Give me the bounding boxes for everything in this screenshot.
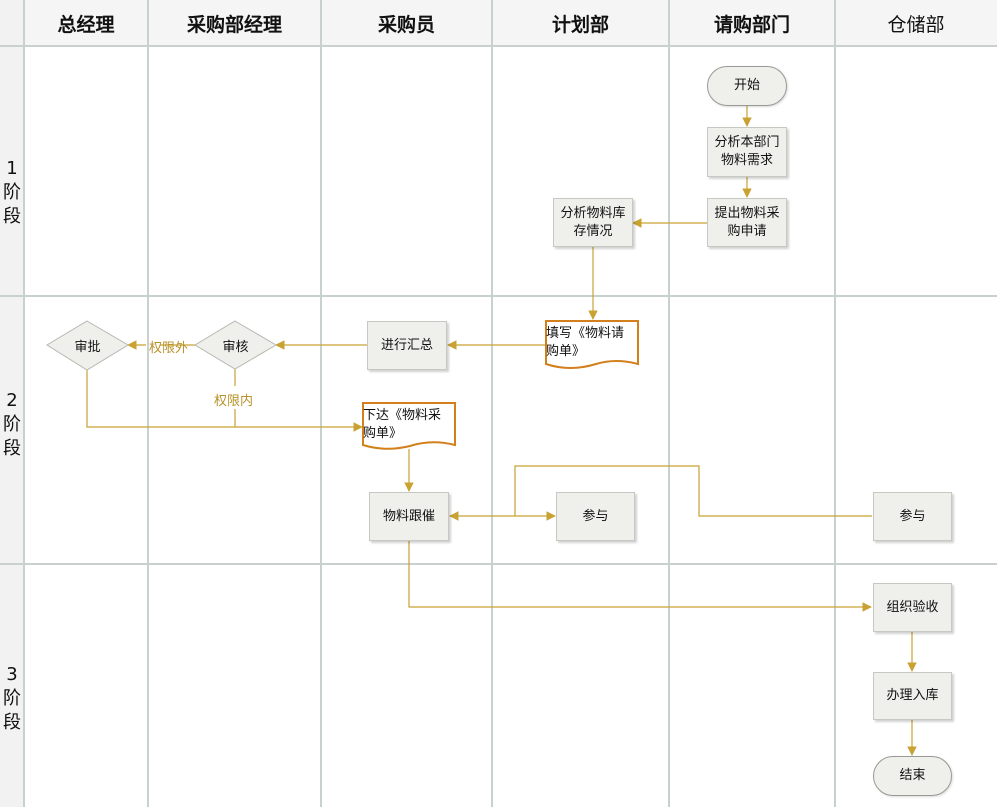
process-label: 参与 <box>582 508 609 524</box>
approve-diamond <box>46 320 129 371</box>
lane-header-planning: 计划部 <box>551 13 609 36</box>
end-terminal[interactable]: 结束 <box>873 756 952 796</box>
edge-label-beyond-authority: 权限外 <box>149 341 189 356</box>
process-label: 办理入库 <box>886 688 939 703</box>
stage-char: 段 <box>3 712 21 733</box>
stage-number: 1 <box>6 158 18 179</box>
stage-number: 3 <box>6 664 18 685</box>
approve-decision[interactable]: 审批 <box>74 340 101 355</box>
process-label: 进行汇总 <box>380 337 433 353</box>
process-label-line: 购申请 <box>727 223 767 239</box>
stage-label-3: 3 阶 段 <box>0 654 24 744</box>
participate-warehouse-process[interactable]: 参与 <box>873 492 952 541</box>
submit-request-process[interactable]: 提出物料采 购申请 <box>707 198 787 247</box>
stage-char: 阶 <box>3 414 21 435</box>
start-label: 开始 <box>733 78 760 93</box>
fill-form-document[interactable]: 填写《物料请 购单》 <box>546 321 638 364</box>
stage-label-1: 1 阶 段 <box>0 148 24 238</box>
stage-char: 阶 <box>3 688 21 709</box>
document-label-line: 填写《物料请 <box>546 326 625 341</box>
lane-header-requesting-dept: 请购部门 <box>713 13 790 36</box>
lane-header-general-manager: 总经理 <box>57 13 115 36</box>
issue-order-document[interactable]: 下达《物料采 购单》 <box>363 403 455 446</box>
document-label-line: 下达《物料采 <box>363 408 442 423</box>
process-label: 组织验收 <box>886 599 939 615</box>
process-label: 参与 <box>899 508 926 524</box>
analyze-stock-process[interactable]: 分析物料库 存情况 <box>553 198 633 247</box>
process-label-line: 提出物料采 <box>714 205 780 221</box>
process-label-line: 存情况 <box>573 223 613 239</box>
edge-label-within-authority: 权限内 <box>214 394 254 409</box>
process-label-line: 分析物料库 <box>560 205 626 221</box>
process-label-line: 分析本部门 <box>714 135 780 150</box>
lane-header-warehouse: 仓储部 <box>887 13 945 36</box>
edge-followup-to-inspect <box>408 541 872 612</box>
process-label-line: 物料需求 <box>720 153 773 168</box>
stage-char: 段 <box>3 438 21 459</box>
document-label-line: 购单》 <box>363 426 403 441</box>
process-label: 物料跟催 <box>382 508 435 524</box>
stage-char: 段 <box>3 206 21 227</box>
start-terminal[interactable]: 开始 <box>707 66 787 106</box>
lane-header-purchasing-manager: 采购部经理 <box>186 13 282 36</box>
analyze-need-process[interactable]: 分析本部门 物料需求 <box>707 127 787 177</box>
follow-up-process[interactable]: 物料跟催 <box>369 492 449 541</box>
participate-planning-process[interactable]: 参与 <box>556 492 635 541</box>
issue-order-doc-shape <box>362 402 456 450</box>
lane-header-buyer: 采购员 <box>377 13 435 36</box>
summarize-process[interactable]: 进行汇总 <box>367 321 447 370</box>
warehouse-in-process[interactable]: 办理入库 <box>873 672 952 720</box>
end-label: 结束 <box>899 768 926 783</box>
inspect-process[interactable]: 组织验收 <box>873 583 952 632</box>
review-diamond <box>194 320 277 370</box>
review-decision[interactable]: 审核 <box>222 339 249 355</box>
stage-label-2: 2 阶 段 <box>0 380 24 470</box>
edge-store-to-followup <box>514 465 872 517</box>
stage-char: 阶 <box>3 182 21 203</box>
document-label-line: 购单》 <box>546 344 586 359</box>
edge-approve-to-issue <box>86 370 363 432</box>
fill-form-doc-shape <box>545 320 639 369</box>
stage-number: 2 <box>6 390 18 411</box>
